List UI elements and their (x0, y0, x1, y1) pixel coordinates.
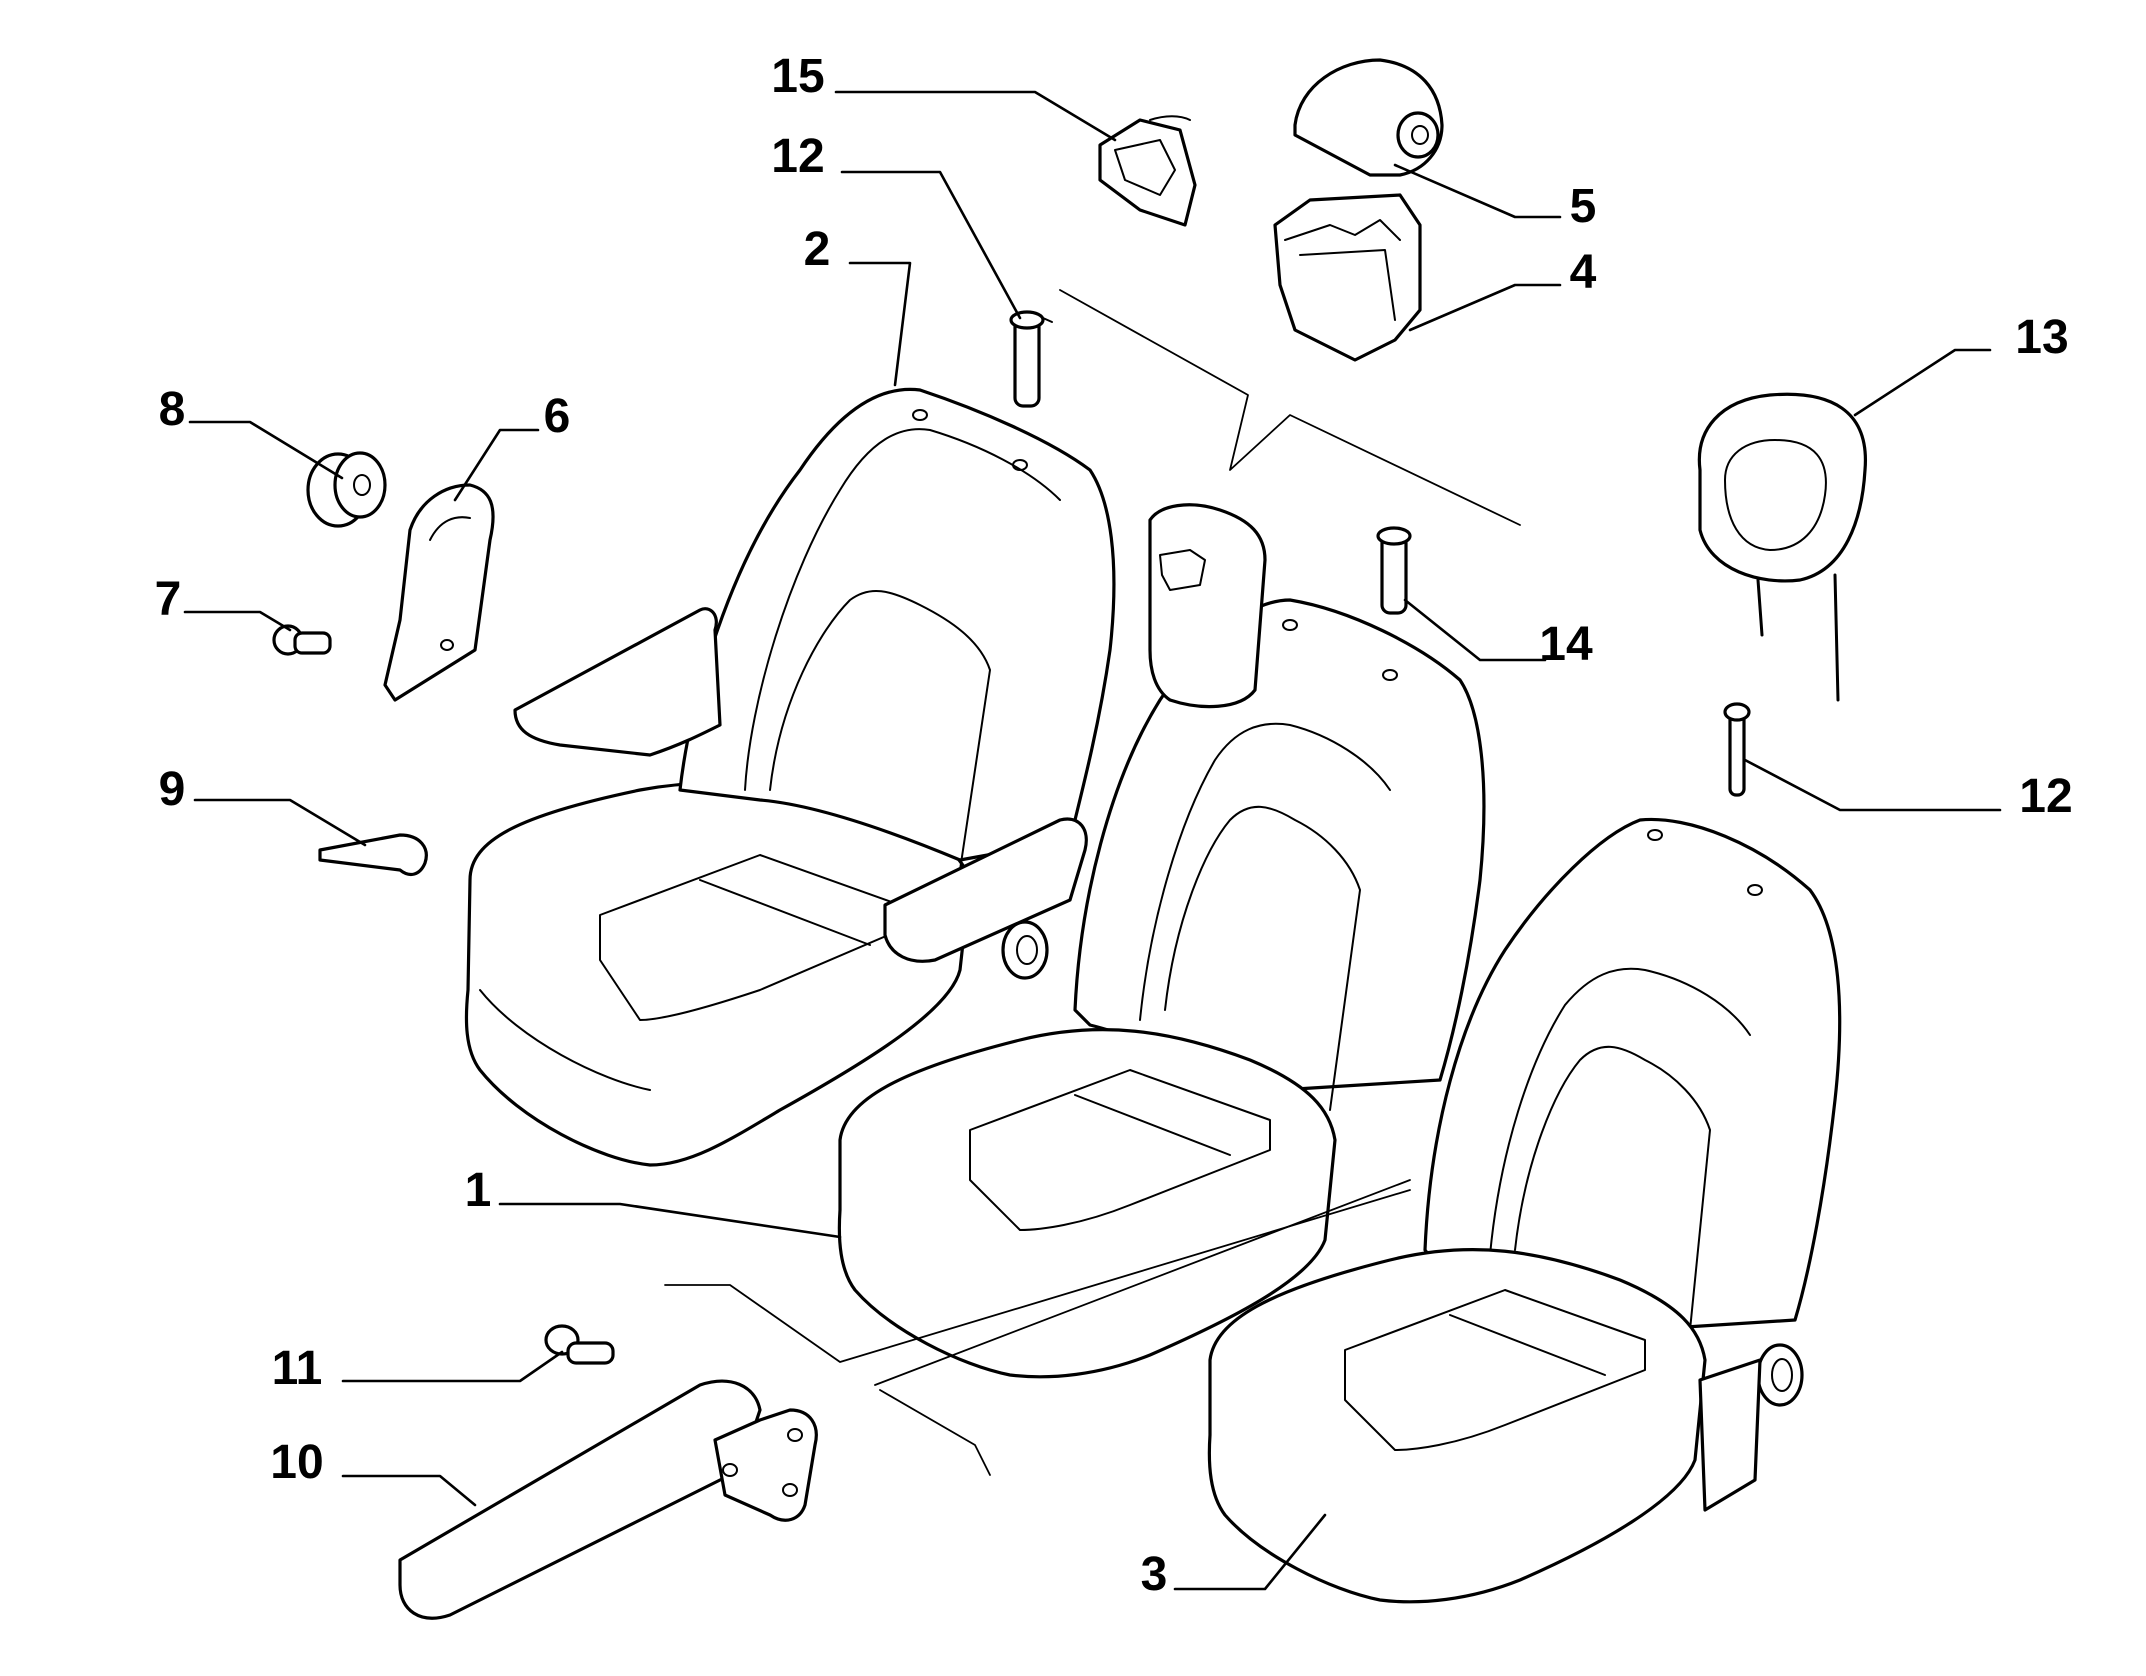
callout-13: 13 (2015, 311, 2068, 364)
leader-lines (183, 90, 2002, 1591)
callout-3: 3 (1141, 1548, 1168, 1601)
part-9-lever (318, 833, 428, 877)
part-5-headrest-cap (1293, 58, 1444, 177)
part-8-knob (306, 451, 387, 528)
callout-2: 2 (804, 223, 831, 276)
part-10-armrest (398, 1379, 818, 1620)
callout-7: 7 (155, 573, 182, 626)
callout-9: 9 (159, 763, 186, 816)
callout-11: 11 (272, 1342, 323, 1395)
part-6-side-cover (383, 483, 495, 702)
callout-10: 10 (270, 1436, 323, 1489)
callout-5: 5 (1570, 180, 1597, 233)
part-4-headrest-guide-sleeve (1273, 193, 1422, 362)
callout-6: 6 (544, 390, 571, 443)
callout-1: 1 (465, 1164, 492, 1217)
part-11-bolt (544, 1324, 615, 1365)
part-7-screw (272, 624, 332, 656)
seat-bench-assembly (464, 387, 1842, 1604)
part-14-pin (1376, 526, 1412, 615)
callout-8: 8 (159, 383, 186, 436)
callout-12-upper: 12 (771, 130, 824, 183)
reference-lines (664, 289, 1521, 1476)
part-12-guide-pin-upper (1009, 310, 1053, 408)
part-15-latch-cover (1098, 115, 1197, 227)
callout-labels: 1 2 3 4 5 6 7 8 9 10 11 12 12 13 14 15 (155, 50, 2073, 1601)
part-13-headrest (1697, 392, 1867, 702)
callout-15: 15 (771, 50, 824, 103)
callout-4: 4 (1570, 246, 1597, 299)
part-12-pin-lower (1723, 702, 1751, 797)
callout-14: 14 (1539, 618, 1593, 671)
callout-12-lower: 12 (2019, 770, 2072, 823)
